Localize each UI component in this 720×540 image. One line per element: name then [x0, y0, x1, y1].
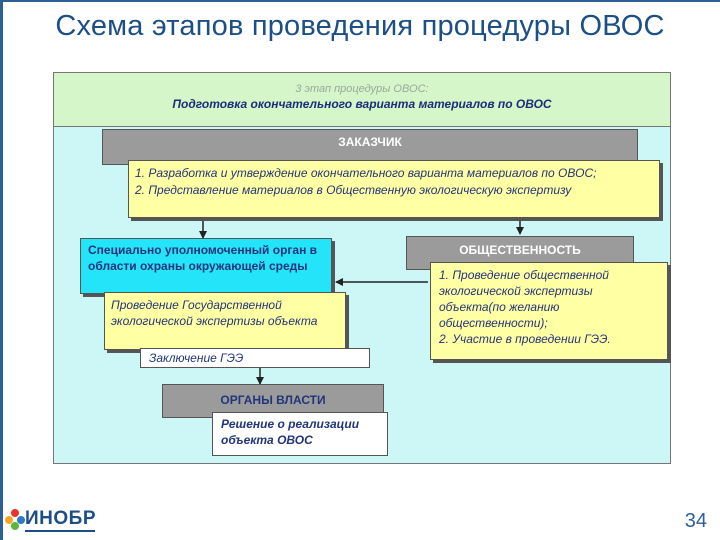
logo-underline	[25, 530, 95, 532]
authority-label: Специально уполномоченный орган в област…	[80, 238, 332, 294]
stage-title: Подготовка окончательного варианта матер…	[172, 97, 552, 111]
customer-task-2: 2. Представление материалов в Общественн…	[135, 183, 572, 197]
inobr-logo-icon	[5, 509, 25, 530]
top-rule	[0, 0, 720, 2]
stage-label: 3 этап процедуры ОВОС:	[295, 83, 429, 95]
public-task-1: 1. Проведение общественной экологической…	[439, 268, 609, 330]
left-rule	[0, 0, 3, 540]
government-decision: Решение о реализации объекта ОВОС	[212, 412, 388, 456]
stage-header: 3 этап процедуры ОВОС: Подготовка оконча…	[53, 72, 671, 127]
public-tasks: 1. Проведение общественной экологической…	[430, 262, 668, 360]
customer-tasks: 1. Разработка и утверждение окончательно…	[128, 160, 660, 218]
customer-label: ЗАКАЗЧИК	[102, 129, 638, 165]
logo-text: ИНОБР	[25, 508, 96, 529]
authority-task: Проведение Государственной экологической…	[104, 292, 346, 350]
gee-conclusion: Заключение ГЭЭ	[140, 348, 370, 368]
customer-task-1: 1. Разработка и утверждение окончательно…	[135, 166, 597, 180]
page-number: 34	[684, 510, 707, 532]
public-task-2: 2. Участие в проведении ГЭЭ.	[439, 332, 611, 346]
slide-title: Схема этапов проведения процедуры ОВОС	[55, 10, 665, 42]
